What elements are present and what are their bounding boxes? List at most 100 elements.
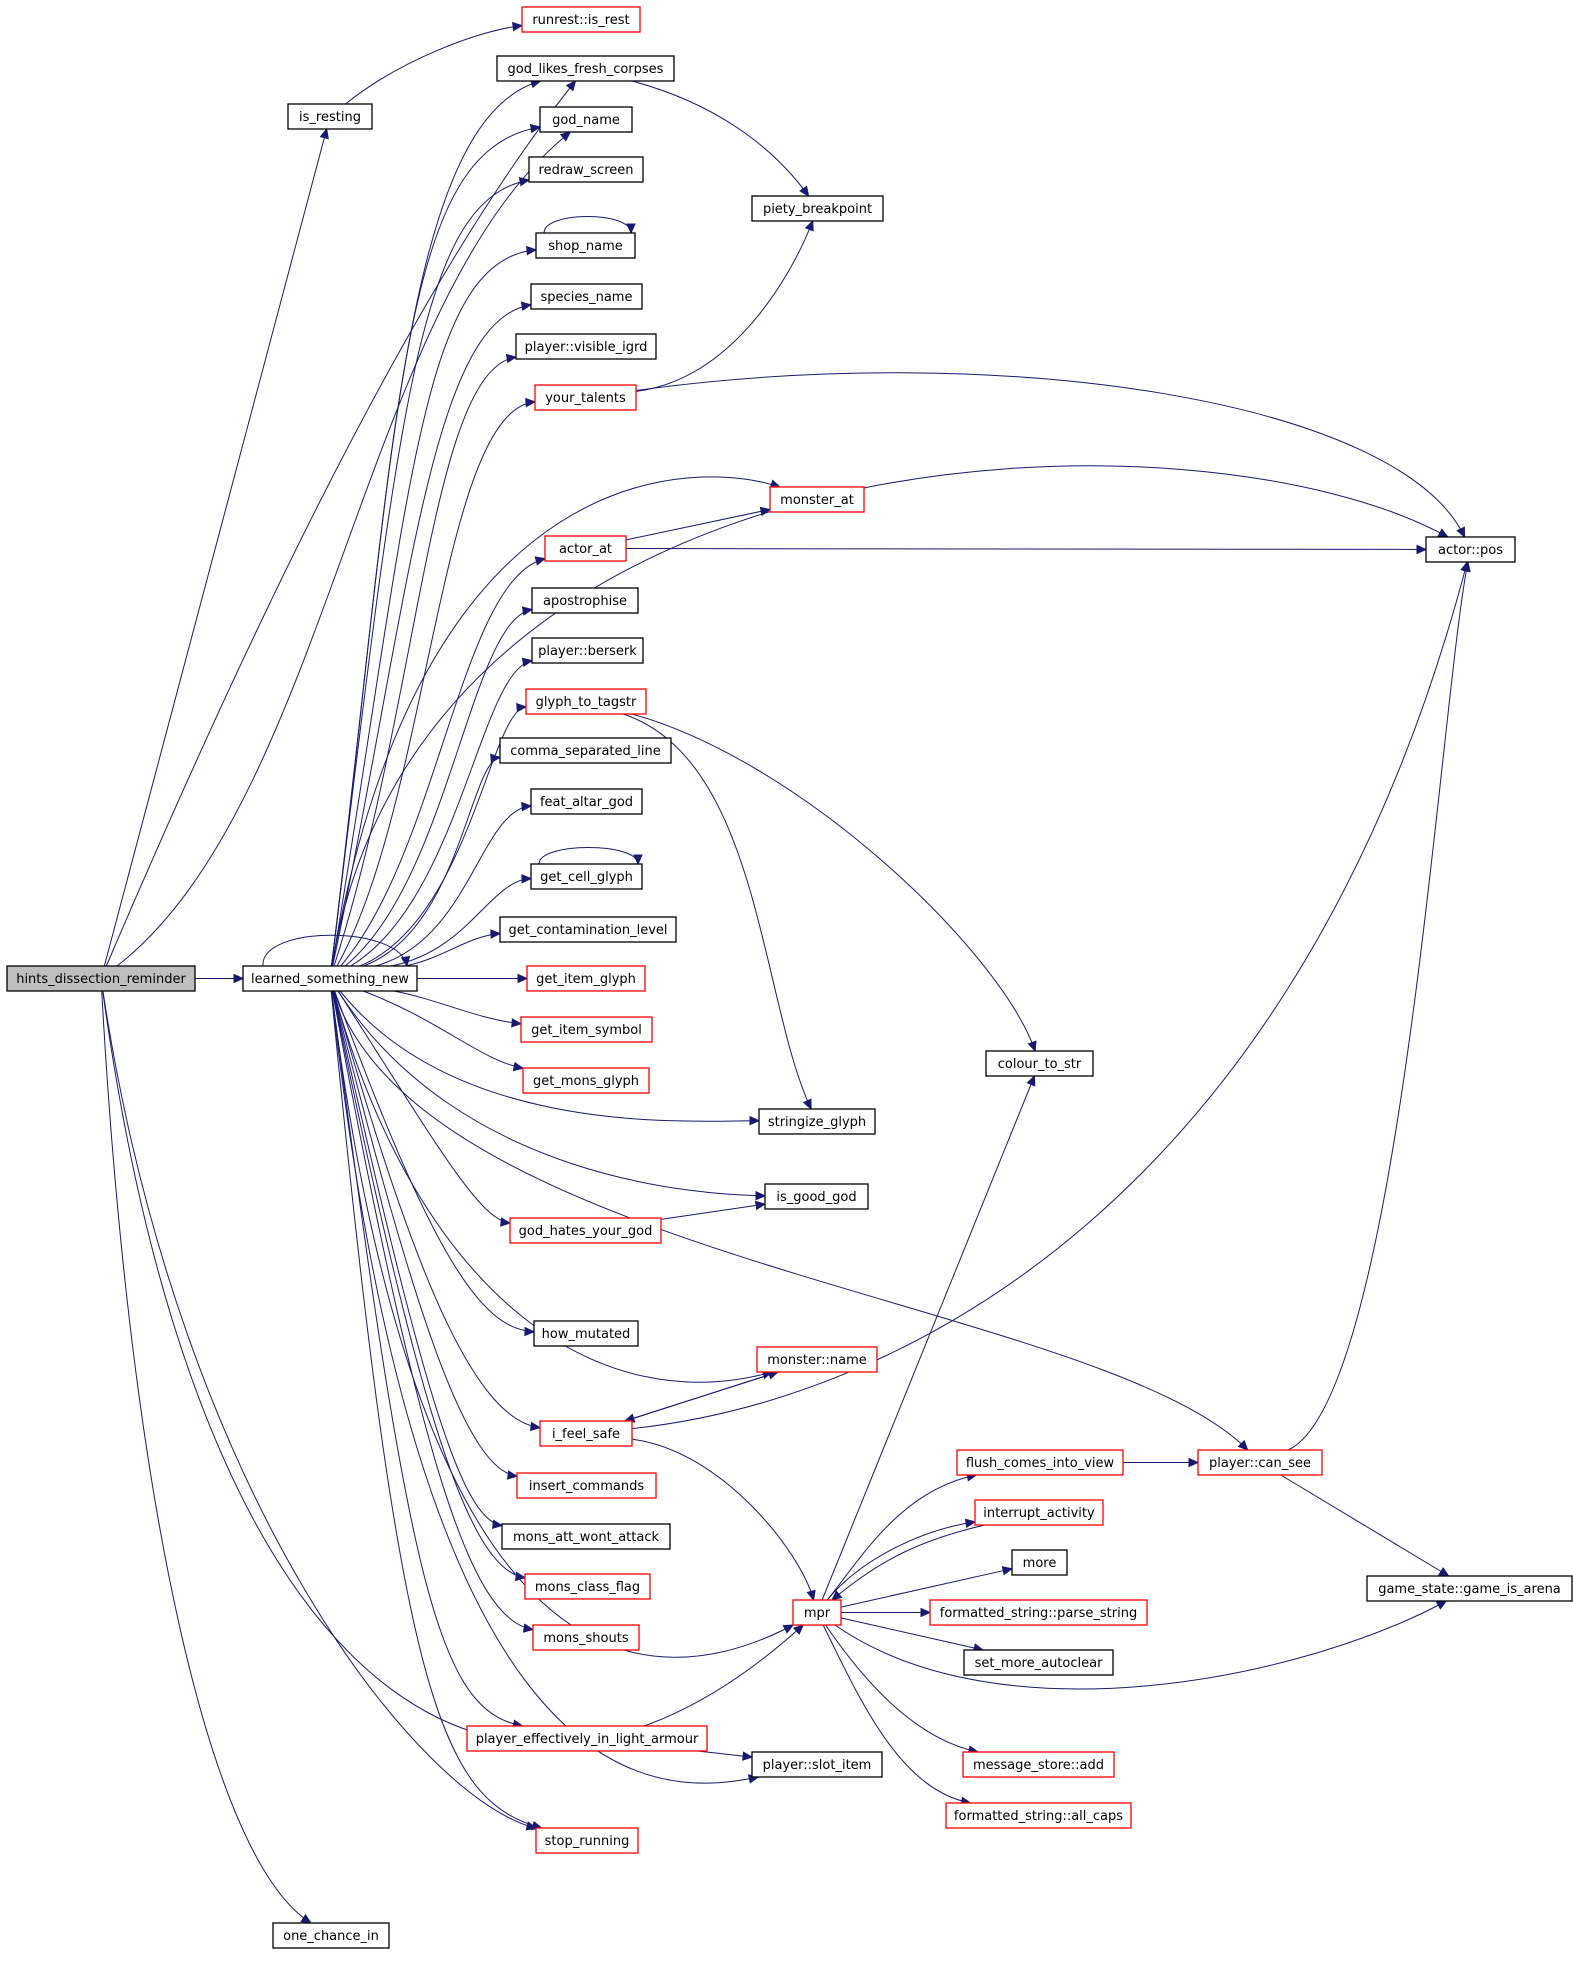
node-how-mutated[interactable]: how_mutated (533, 1320, 639, 1347)
node-monster-at[interactable]: monster_at (769, 486, 865, 513)
node-learned-something-new[interactable]: learned_something_new (242, 965, 418, 992)
node-actor-pos[interactable]: actor::pos (1425, 536, 1516, 563)
edge-is_resting-to-runrest_is_rest (345, 21, 524, 105)
node-set-more-autoclear[interactable]: set_more_autoclear (963, 1649, 1114, 1676)
node-interrupt-activity[interactable]: interrupt_activity (974, 1499, 1104, 1526)
node-get-mons-glyph[interactable]: get_mons_glyph (522, 1067, 650, 1094)
edge-path (345, 25, 523, 105)
node-hints-dissection-reminder[interactable]: hints_dissection_reminder (6, 965, 196, 992)
node-player-visible-igrd[interactable]: player::visible_igrd (515, 333, 657, 360)
node-label: is_good_god (776, 1190, 856, 1205)
edge-path (333, 990, 773, 1383)
edge-arrowhead (754, 1200, 767, 1211)
node-box (751, 195, 884, 222)
node-comma-separated-line[interactable]: comma_separated_line (499, 737, 672, 764)
edge-path (831, 1524, 986, 1601)
node-box (1366, 1575, 1573, 1602)
node-player-effectively-in-light-armour[interactable]: player_effectively_in_light_armour (466, 1725, 708, 1752)
node-label: runrest::is_rest (532, 13, 629, 28)
node-label: learned_something_new (251, 972, 409, 987)
node-piety-breakpoint[interactable]: piety_breakpoint (751, 195, 884, 222)
edge-path (336, 401, 536, 967)
node-box (272, 1922, 390, 1949)
node-box (501, 1523, 671, 1550)
edge-arrowhead (964, 1518, 977, 1529)
edge-hints_dissection_reminder-to-learned_something_new (195, 973, 245, 984)
node-label: species_name (541, 290, 633, 305)
node-get-item-glyph[interactable]: get_item_glyph (526, 965, 646, 992)
node-stop-running[interactable]: stop_running (535, 1827, 639, 1854)
edge-arrowhead (521, 874, 533, 884)
node-label: game_state::game_is_arena (1378, 1582, 1561, 1597)
node-mons-shouts[interactable]: mons_shouts (532, 1624, 640, 1651)
edge-path (631, 1438, 815, 1601)
node-player-berserk[interactable]: player::berserk (531, 637, 644, 664)
node-get-cell-glyph[interactable]: get_cell_glyph (530, 863, 643, 890)
node-colour-to-str[interactable]: colour_to_str (985, 1050, 1094, 1077)
edge-path (333, 356, 517, 967)
node-is-good-god[interactable]: is_good_god (764, 1183, 869, 1210)
node-mons-att-wont-attack[interactable]: mons_att_wont_attack (501, 1523, 671, 1550)
node-get-contamination-level[interactable]: get_contamination_level (499, 916, 677, 943)
edge-arrowhead (233, 973, 245, 984)
edge-mpr-to-interrupt_activity (826, 1518, 977, 1601)
node-feat-altar-god[interactable]: feat_altar_god (530, 788, 643, 815)
node-is-resting[interactable]: is_resting (287, 103, 373, 130)
node-one-chance-in[interactable]: one_chance_in (272, 1922, 390, 1949)
node-formatted-string-all-caps[interactable]: formatted_string::all_caps (945, 1802, 1132, 1829)
edge-learned_something_new-to-shop_name (331, 245, 538, 967)
node-player-slot-item[interactable]: player::slot_item (751, 1751, 883, 1778)
node-god-hates-your-god[interactable]: god_hates_your_god (509, 1217, 662, 1244)
node-glyph-to-tagstr[interactable]: glyph_to_tagstr (525, 688, 647, 715)
edge-arrowhead (534, 556, 547, 566)
node-stringize-glyph[interactable]: stringize_glyph (758, 1108, 876, 1135)
edge-path (332, 990, 526, 1579)
node-message-store-add[interactable]: message_store::add (962, 1751, 1115, 1778)
edge-path (331, 990, 794, 1658)
edge-path (538, 847, 639, 865)
edge-your_talents-to-piety_breakpoint (635, 219, 814, 392)
node-god-name[interactable]: god_name (539, 106, 633, 133)
edge-learned_something_new-to-actor_at (340, 556, 547, 967)
edge-path (660, 1203, 766, 1220)
edge-arrowhead (529, 1421, 542, 1432)
edge-path (331, 249, 537, 967)
edge-path (623, 713, 812, 1110)
node-box (528, 156, 644, 183)
node-mons-class-flag[interactable]: mons_class_flag (524, 1573, 651, 1600)
node-box (764, 1183, 869, 1210)
node-actor-at[interactable]: actor_at (544, 535, 627, 562)
edge-arrowhead (525, 397, 537, 408)
node-insert-commands[interactable]: insert_commands (516, 1472, 657, 1499)
node-get-item-symbol[interactable]: get_item_symbol (520, 1016, 653, 1043)
node-apostrophise[interactable]: apostrophise (531, 587, 639, 614)
edge-path (375, 805, 532, 967)
node-box (532, 1624, 640, 1651)
edge-arrowhead (300, 1913, 313, 1924)
node-species-name[interactable]: species_name (530, 283, 643, 310)
node-i-feel-safe[interactable]: i_feel_safe (539, 1420, 633, 1447)
node-runrest-is-rest[interactable]: runrest::is_rest (521, 6, 641, 33)
edge-mpr-to-formatted_string_parse_string (841, 1607, 932, 1618)
node-your-talents[interactable]: your_talents (534, 384, 637, 411)
node-monster-name[interactable]: monster::name (756, 1346, 878, 1373)
node-shop-name[interactable]: shop_name (535, 232, 636, 259)
node-god-likes-fresh-corpses[interactable]: god_likes_fresh_corpses (496, 55, 675, 82)
node-flush-comes-into-view[interactable]: flush_comes_into_view (956, 1449, 1124, 1476)
edge-arrowhead (521, 801, 533, 812)
node-box (1425, 536, 1516, 563)
node-label: monster_at (780, 493, 854, 508)
node-label: apostrophise (543, 594, 627, 609)
node-player-can-see[interactable]: player::can_see (1197, 1449, 1323, 1476)
edge-path (840, 1617, 984, 1651)
edge-path (631, 561, 1468, 1430)
edge-path (625, 548, 1427, 550)
node-redraw-screen[interactable]: redraw_screen (528, 156, 644, 183)
node-mpr[interactable]: mpr (792, 1599, 842, 1626)
node-more[interactable]: more (1011, 1549, 1068, 1576)
node-label: set_more_autoclear (975, 1656, 1104, 1671)
edge-hints_dissection_reminder-to-god_name (116, 131, 572, 967)
node-label: piety_breakpoint (763, 202, 872, 217)
node-formatted-string-parse-string[interactable]: formatted_string::parse_string (929, 1599, 1148, 1626)
node-game-state-game-is-arena[interactable]: game_state::game_is_arena (1366, 1575, 1573, 1602)
